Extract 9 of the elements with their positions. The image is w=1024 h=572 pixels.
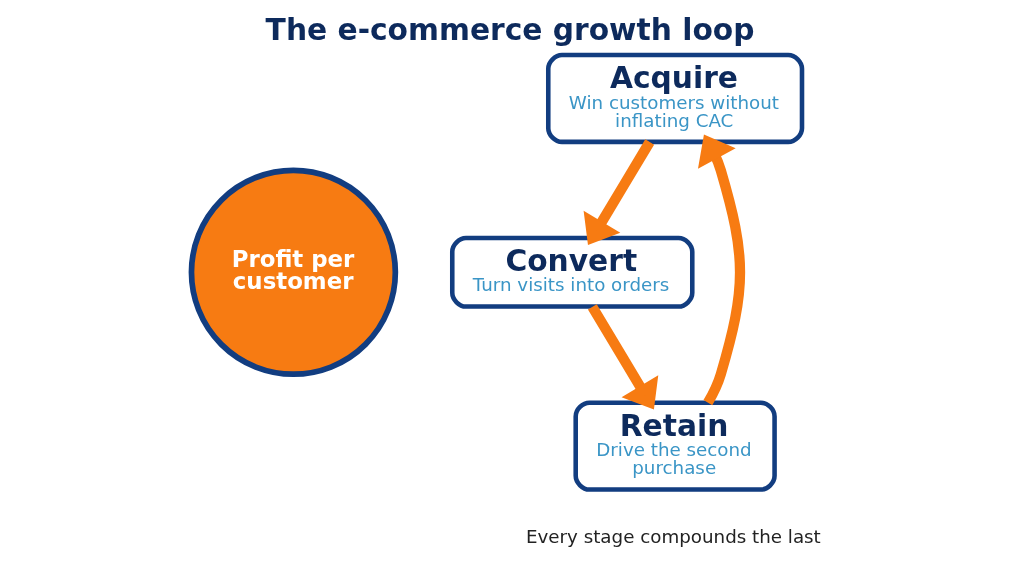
node-circle: Profit per customer — [188, 167, 398, 378]
caption: Every stage compounds the last — [525, 526, 821, 548]
arrow — [697, 134, 745, 406]
arrow — [583, 139, 654, 245]
node-box: Acquire Win customers without inflating CAC — [545, 52, 804, 145]
arrow — [587, 304, 658, 410]
node-box: Convert Turn visits into orders — [449, 235, 695, 309]
diagram-title: The e-commerce growth loop — [265, 11, 755, 47]
node-box: Retain Drive the second purchase — [572, 400, 777, 492]
